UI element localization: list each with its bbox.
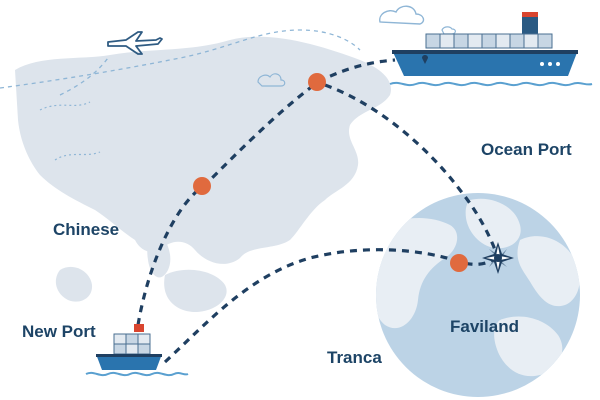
sea-waves [389, 81, 593, 87]
cargo-ship-icon [389, 12, 593, 87]
waypoint-marker-icon[interactable] [193, 177, 211, 195]
cargo-ship-icon [85, 324, 189, 377]
waypoint-marker-icon[interactable] [450, 254, 468, 272]
globe-landmass-west [376, 218, 458, 329]
globe-landmass-north [465, 198, 521, 249]
label-faviland: Faviland [450, 317, 519, 336]
landmass-peninsula [147, 230, 171, 278]
landmass-southeast [164, 269, 227, 312]
landmass-eurasia [15, 36, 391, 264]
compass-rose-icon [482, 242, 514, 274]
route-northeast-to-globe [324, 83, 500, 259]
coastline-detail [39, 101, 101, 161]
globe-landmass-east [517, 236, 580, 307]
airplane-trail [59, 57, 109, 96]
label-tranca: Tranca [327, 348, 382, 367]
airplane-icon [107, 31, 163, 55]
globe [376, 193, 580, 397]
label-ocean-port: Ocean Port [481, 140, 572, 159]
globe-landmass-south [494, 316, 563, 377]
waypoint-marker-icon[interactable] [308, 73, 326, 91]
landmass-islands-left [55, 266, 93, 302]
route-sketch-top [0, 29, 361, 89]
route-newport-to-faviland [163, 248, 497, 364]
landmass-east-coast [253, 115, 324, 181]
sea-waves [85, 371, 189, 377]
label-chinese: Chinese [53, 220, 120, 239]
label-new-port: New Port [22, 322, 96, 341]
